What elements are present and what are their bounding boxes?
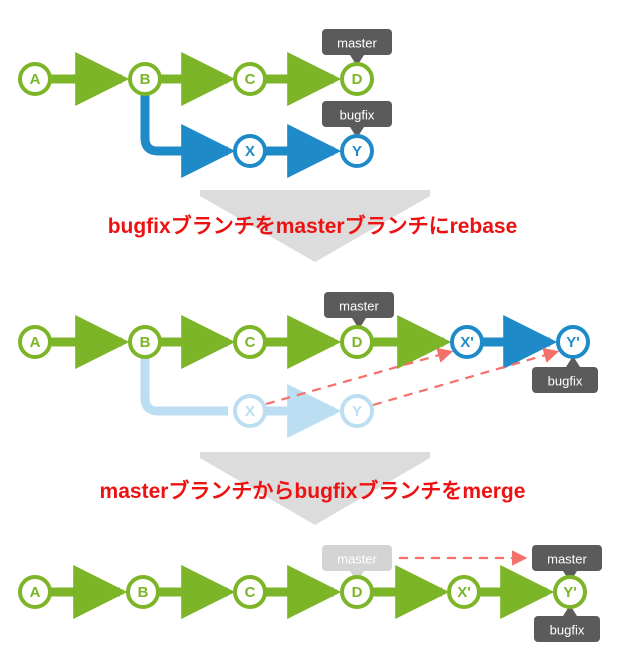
commit-node-C-stage1[interactable]: C <box>233 62 267 96</box>
bugfix-old-branch-line-stage2 <box>140 353 342 438</box>
commit-node-B-stage3[interactable]: B <box>126 575 160 609</box>
commit-node-B-stage3-label: B <box>138 584 149 601</box>
tag-master-stage2[interactable]: master <box>324 292 394 329</box>
tag-master-stage1-label: master <box>337 36 377 51</box>
tag-master-old-stage3[interactable]: master <box>322 545 392 582</box>
commit-node-A-stage2-label: A <box>30 334 41 351</box>
commit-node-Xprime-stage2[interactable]: X' <box>450 325 484 359</box>
commit-node-Yprime-stage2[interactable]: Y' <box>556 325 590 359</box>
commit-node-Y-old-stage2-label: Y <box>352 403 362 420</box>
rebase-move-arrows <box>265 347 560 407</box>
commit-node-D-stage2-label: D <box>352 334 363 351</box>
commit-node-C-stage2-label: C <box>245 334 256 351</box>
caption-rebase: bugfixブランチをmasterブランチにrebase <box>107 215 518 238</box>
tag-bugfix-stage3-label: bugfix <box>550 623 585 638</box>
commit-node-D-stage1[interactable]: D <box>340 62 374 96</box>
tag-master-stage2-label: master <box>339 299 379 314</box>
tag-bugfix-stage2[interactable]: bugfix <box>532 356 598 393</box>
commit-node-A-stage1-label: A <box>30 71 41 88</box>
tag-bugfix-stage1[interactable]: bugfix <box>322 101 392 138</box>
commit-node-Xprime-stage3[interactable]: X' <box>447 575 481 609</box>
commit-node-D-stage1-label: D <box>352 71 363 88</box>
commit-node-C-stage3-label: C <box>245 584 256 601</box>
commit-node-B-stage2-label: B <box>140 334 151 351</box>
commit-node-D-stage2[interactable]: D <box>340 325 374 359</box>
transition-arrow-1 <box>200 190 430 262</box>
commit-node-A-stage3[interactable]: A <box>18 575 52 609</box>
commit-node-A-stage3-label: A <box>30 584 41 601</box>
commit-node-Xprime-stage2-label: X' <box>460 334 474 351</box>
commit-node-B-stage1[interactable]: B <box>128 62 162 96</box>
commit-node-C-stage3[interactable]: C <box>233 575 267 609</box>
tag-bugfix-stage2-label: bugfix <box>548 374 583 389</box>
stage-after-rebase: master bugfix X Y A <box>18 292 598 438</box>
commit-node-X-old-stage2[interactable]: X <box>233 394 267 428</box>
commit-node-Yprime-stage3[interactable]: Y' <box>553 575 587 609</box>
commit-node-Y-stage1[interactable]: Y <box>340 134 374 168</box>
transition-arrow-2 <box>200 452 430 525</box>
commit-node-Xprime-stage3-label: X' <box>457 584 471 601</box>
commit-node-A-stage2[interactable]: A <box>18 325 52 359</box>
tag-master-stage1[interactable]: master <box>322 29 392 66</box>
commit-node-X-old-stage2-label: X <box>245 403 255 420</box>
tag-master-new-stage3-label: master <box>547 552 587 567</box>
commit-node-C-stage2[interactable]: C <box>233 325 267 359</box>
tag-master-new-stage3[interactable]: master <box>532 545 602 582</box>
tag-bugfix-stage1-label: bugfix <box>340 108 375 123</box>
commit-node-Yprime-stage3-label: Y' <box>563 584 577 601</box>
stage-before-rebase: master bugfix A B C <box>18 29 392 178</box>
commit-node-X-stage1[interactable]: X <box>233 134 267 168</box>
commit-node-Y-old-stage2[interactable]: Y <box>340 394 374 428</box>
commit-node-A-stage1[interactable]: A <box>18 62 52 96</box>
commit-node-C-stage1-label: C <box>245 71 256 88</box>
commit-node-X-stage1-label: X <box>245 143 255 160</box>
bugfix-branch-line-stage1 <box>140 90 342 178</box>
caption-merge: masterブランチからbugfixブランチをmerge <box>99 480 526 503</box>
commit-node-Y-stage1-label: Y <box>352 143 362 160</box>
commit-node-D-stage3[interactable]: D <box>340 575 374 609</box>
tag-bugfix-stage3[interactable]: bugfix <box>534 605 600 642</box>
commit-node-B-stage2[interactable]: B <box>128 325 162 359</box>
move-arrow-y <box>372 347 560 407</box>
commit-node-B-stage1-label: B <box>140 71 151 88</box>
tag-master-old-stage3-label: master <box>337 552 377 567</box>
commit-node-Yprime-stage2-label: Y' <box>566 334 580 351</box>
stage-after-merge: master master bugfix A B <box>18 545 602 642</box>
commit-node-D-stage3-label: D <box>352 584 363 601</box>
